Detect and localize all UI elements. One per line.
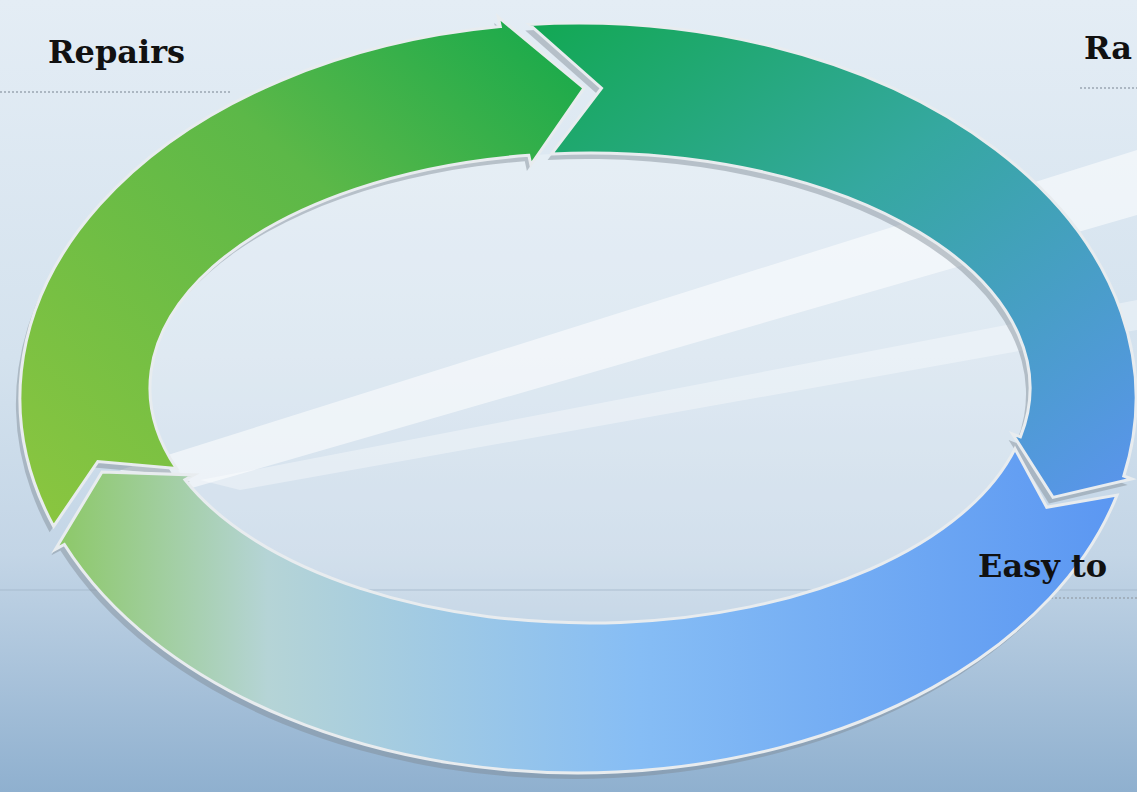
segment-label: Easy to: [978, 546, 1107, 586]
label-underline: [0, 91, 232, 93]
cycle-arrow-segment: [529, 23, 1136, 497]
segment-label: Repairs: [48, 32, 185, 72]
label-underline: [1080, 87, 1137, 89]
segment-label: Ra: [1084, 28, 1132, 68]
cycle-arrow-segment: [20, 17, 584, 526]
cycle-arrow-segment: [55, 449, 1117, 773]
